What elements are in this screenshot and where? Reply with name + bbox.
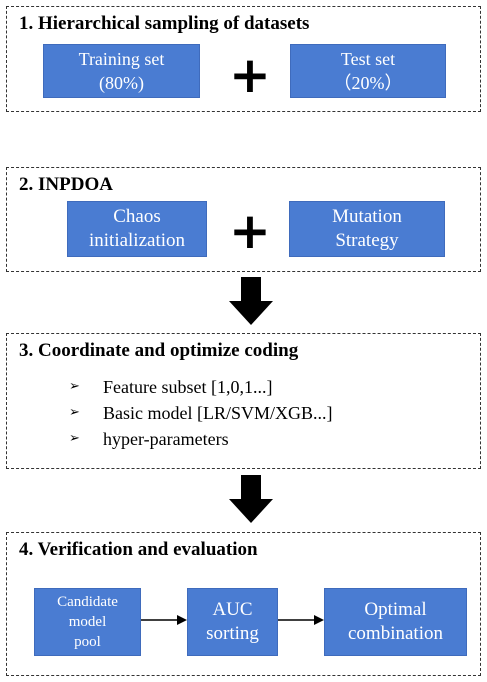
test-set-ratio: （20%）	[333, 73, 403, 93]
bullet-basic-model: ➢ Basic model [LR/SVM/XGB...]	[69, 400, 333, 426]
mutation-strategy-box: Mutation Strategy	[289, 201, 445, 257]
optimal-combination-box: Optimal combination	[324, 588, 467, 656]
mutation-label-line1: Mutation	[332, 206, 402, 227]
bullet-feature-subset: ➢ Feature subset [1,0,1...]	[69, 374, 333, 400]
test-set-box: Test set （20%）	[290, 44, 446, 98]
training-set-box: Training set (80%)	[43, 44, 200, 98]
arrow-bullet-icon: ➢	[69, 379, 80, 394]
arrow-bullet-icon: ➢	[69, 431, 80, 446]
section-inpdoa: 2. INPDOA Chaos initialization + Mutatio…	[6, 167, 481, 272]
section-1-title: 1. Hierarchical sampling of datasets	[19, 13, 310, 34]
coding-bullet-list: ➢ Feature subset [1,0,1...] ➢ Basic mode…	[69, 374, 333, 452]
bullet-text: hyper-parameters	[103, 429, 229, 449]
auc-sorting-box: AUC sorting	[187, 588, 278, 656]
test-set-label: Test set	[340, 49, 396, 69]
section-dataset-sampling: 1. Hierarchical sampling of datasets Tra…	[6, 6, 481, 112]
plus-icon: +	[229, 202, 271, 260]
section-3-title: 3. Coordinate and optimize coding	[19, 340, 299, 361]
right-arrow-icon	[141, 615, 187, 625]
chaos-initialization-box: Chaos initialization	[67, 201, 207, 257]
plus-icon: +	[229, 46, 271, 104]
training-set-label: Training set	[78, 49, 165, 69]
chaos-label-line1: Chaos	[113, 206, 161, 227]
candidate-line3: pool	[74, 634, 101, 650]
bullet-text: Basic model [LR/SVM/XGB...]	[103, 403, 333, 423]
mutation-label-line2: Strategy	[335, 230, 399, 251]
section-4-title: 4. Verification and evaluation	[19, 539, 258, 560]
training-set-ratio: (80%)	[99, 73, 144, 93]
candidate-line1: Candidate	[57, 594, 118, 610]
optimal-line1: Optimal	[364, 599, 427, 620]
auc-line2: sorting	[206, 623, 259, 644]
right-arrow-icon	[278, 615, 324, 625]
down-arrow-icon	[229, 475, 273, 523]
bullet-text: Feature subset [1,0,1...]	[103, 377, 273, 397]
arrow-bullet-icon: ➢	[69, 405, 80, 420]
optimal-line2: combination	[348, 623, 443, 644]
section-2-title: 2. INPDOA	[19, 174, 113, 195]
chaos-label-line2: initialization	[88, 230, 186, 251]
candidate-line2: model	[68, 614, 107, 630]
section-verification: 4. Verification and evaluation Candidate…	[6, 532, 481, 676]
bullet-hyper-parameters: ➢ hyper-parameters	[69, 426, 333, 452]
candidate-model-pool-box: Candidate model pool	[34, 588, 141, 656]
down-arrow-icon	[229, 277, 273, 325]
auc-line1: AUC	[212, 599, 253, 620]
section-coordinate-coding: 3. Coordinate and optimize coding ➢ Feat…	[6, 333, 481, 469]
